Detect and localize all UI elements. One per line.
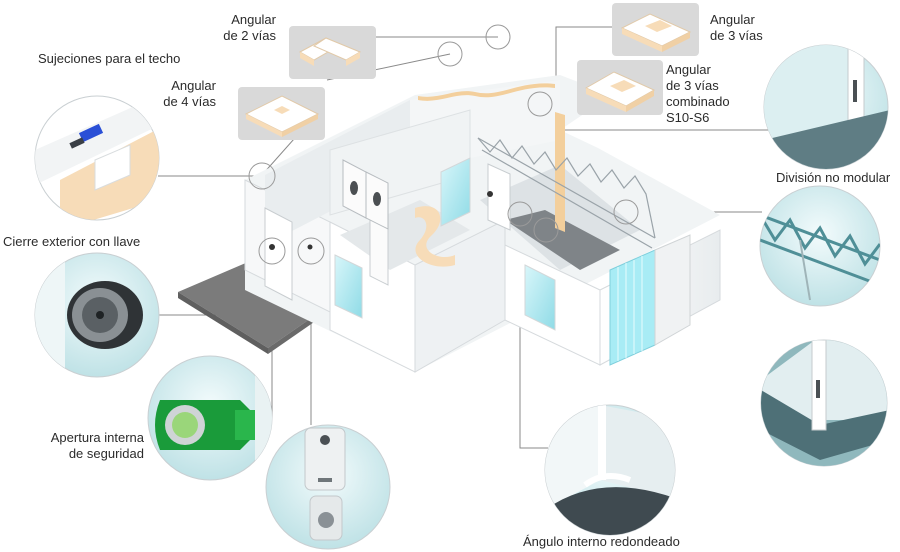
label-non-modular-division: División no modular — [776, 170, 891, 185]
roof-truss — [477, 137, 656, 249]
label-line: S10-S6 — [666, 110, 710, 125]
truss-detail — [759, 185, 881, 307]
floor-slab — [178, 262, 330, 348]
callout-markers — [248, 24, 639, 265]
label-line: de 3 vías — [666, 78, 719, 93]
label-line: Angular — [666, 62, 711, 77]
label-rounded-corner: Ángulo interno redondeado — [523, 534, 680, 549]
base-profile-detail — [760, 339, 888, 467]
label-external-lock: Cierre exterior con llave — [3, 234, 141, 249]
label-angular-2: Angular de 2 vías — [210, 12, 276, 44]
ceiling-fixings-detail — [34, 95, 160, 221]
label-ceiling-fixings: Sujeciones para el techo — [38, 51, 181, 66]
label-line: de 2 vías — [223, 28, 276, 43]
corner-4way-icon — [238, 87, 325, 140]
label-line: Angular — [171, 78, 216, 93]
label-line: Angular — [710, 12, 755, 27]
corner-2way-icon — [289, 26, 376, 79]
label-line: de seguridad — [68, 446, 144, 461]
door-lock-detail — [265, 424, 391, 550]
non-modular-division-detail — [763, 44, 889, 170]
label-angular-3-combined: Angular de 3 vías combinado S10-S6 — [666, 62, 730, 126]
label-line: Apertura interna — [50, 430, 144, 445]
label-line: de 3 vías — [710, 28, 763, 43]
label-angular-3: Angular de 3 vías — [710, 12, 763, 44]
label-safety-release: Apertura interna de seguridad — [2, 430, 144, 462]
external-lock-detail — [34, 252, 160, 378]
label-line: combinado — [666, 94, 730, 109]
cold-room-building — [244, 75, 721, 373]
label-angular-4: Angular de 4 vías — [150, 78, 216, 110]
corner-3way-combined-icon — [577, 60, 663, 115]
label-line: de 4 vías — [163, 94, 216, 109]
rounded-corner-detail — [544, 404, 676, 536]
safety-release-detail — [147, 355, 273, 481]
corner-3way-icon — [612, 3, 699, 56]
label-line: Angular — [231, 12, 276, 27]
